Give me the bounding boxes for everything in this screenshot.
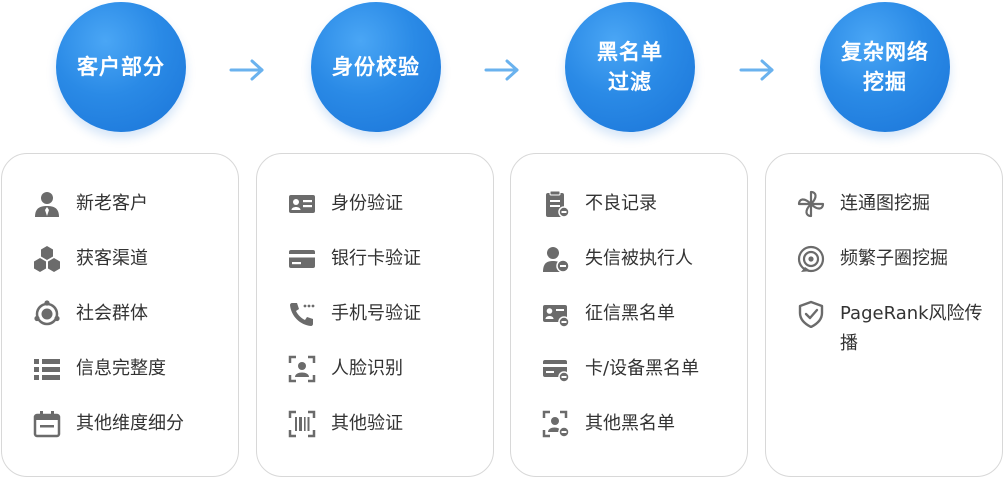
list-item: 频繁子圈挖掘	[796, 244, 948, 274]
item-label: 信息完整度	[76, 358, 166, 379]
item-label: 征信黑名单	[585, 303, 675, 324]
list-item: 卡/设备黑名单	[541, 354, 699, 384]
item-label: 连通图挖掘	[840, 193, 930, 214]
list-item: 信息完整度	[32, 354, 166, 384]
id-card-icon	[287, 189, 317, 219]
list-item: 征信黑名单	[541, 299, 675, 329]
item-label: 获客渠道	[76, 248, 148, 269]
list-item: 失信被执行人	[541, 244, 693, 274]
stage-circle-blacklist: 黑名单 过滤	[565, 2, 695, 132]
arrow-right-icon	[229, 59, 264, 81]
item-label: 新老客户	[76, 193, 148, 214]
list-item: 人脸识别	[287, 354, 403, 384]
card-identity: 身份验证 银行卡验证 手机号验证 人脸识别 其他验证	[256, 153, 494, 477]
stage-title: 复杂网络 挖掘	[841, 40, 929, 94]
stage-title: 身份校验	[332, 55, 420, 79]
face-scan-icon	[287, 354, 317, 384]
item-label: 身份验证	[331, 193, 403, 214]
shield-check-icon	[796, 299, 826, 329]
stage-title: 黑名单 过滤	[597, 40, 663, 94]
item-label: 社会群体	[76, 303, 148, 324]
calendar-icon	[32, 409, 62, 439]
list-icon	[32, 354, 62, 384]
list-item: 手机号验证	[287, 299, 421, 329]
id-card-minus-icon	[541, 299, 571, 329]
item-label: PageRank风险传播	[840, 303, 983, 354]
item-label: 频繁子圈挖掘	[840, 248, 948, 269]
arrow-right-icon	[739, 59, 774, 81]
item-label: 不良记录	[585, 193, 657, 214]
list-item: 其他黑名单	[541, 409, 675, 439]
user-tie-icon	[32, 189, 62, 219]
card-minus-icon	[541, 354, 571, 384]
user-minus-icon	[541, 244, 571, 274]
list-item: 获客渠道	[32, 244, 148, 274]
list-item: 其他验证	[287, 409, 403, 439]
stage-circle-identity: 身份校验	[311, 2, 441, 132]
item-label: 银行卡验证	[331, 248, 421, 269]
pinwheel-icon	[796, 189, 826, 219]
list-item: 连通图挖掘	[796, 189, 930, 219]
phone-icon	[287, 299, 317, 329]
card-blacklist: 不良记录 失信被执行人 征信黑名单 卡/设备黑名单 其他黑名单	[510, 153, 748, 477]
arrow-right-icon	[484, 59, 519, 81]
list-item: PageRank风险传播	[796, 299, 990, 354]
circle-group-icon	[32, 299, 62, 329]
stage-circle-network: 复杂网络 挖掘	[820, 2, 950, 132]
stage-circle-customer: 客户部分	[56, 2, 186, 132]
bank-card-icon	[287, 244, 317, 274]
item-label: 其他验证	[331, 413, 403, 434]
list-item: 新老客户	[32, 189, 148, 219]
spiral-target-icon	[796, 244, 826, 274]
item-label: 人脸识别	[331, 358, 403, 379]
card-customer: 新老客户 获客渠道 社会群体 信息完整度 其他维度细分	[1, 153, 239, 477]
item-label: 手机号验证	[331, 303, 421, 324]
cubes-icon	[32, 244, 62, 274]
clipboard-icon	[541, 189, 571, 219]
list-item: 其他维度细分	[32, 409, 184, 439]
face-minus-icon	[541, 409, 571, 439]
barcode-scan-icon	[287, 409, 317, 439]
list-item: 社会群体	[32, 299, 148, 329]
item-label: 其他黑名单	[585, 413, 675, 434]
item-label: 其他维度细分	[76, 413, 184, 434]
card-network: 连通图挖掘 频繁子圈挖掘 PageRank风险传播	[765, 153, 1003, 477]
list-item: 银行卡验证	[287, 244, 421, 274]
stage-title: 客户部分	[77, 55, 165, 79]
list-item: 不良记录	[541, 189, 657, 219]
list-item: 身份验证	[287, 189, 403, 219]
item-label: 失信被执行人	[585, 248, 693, 269]
item-label: 卡/设备黑名单	[585, 358, 700, 379]
